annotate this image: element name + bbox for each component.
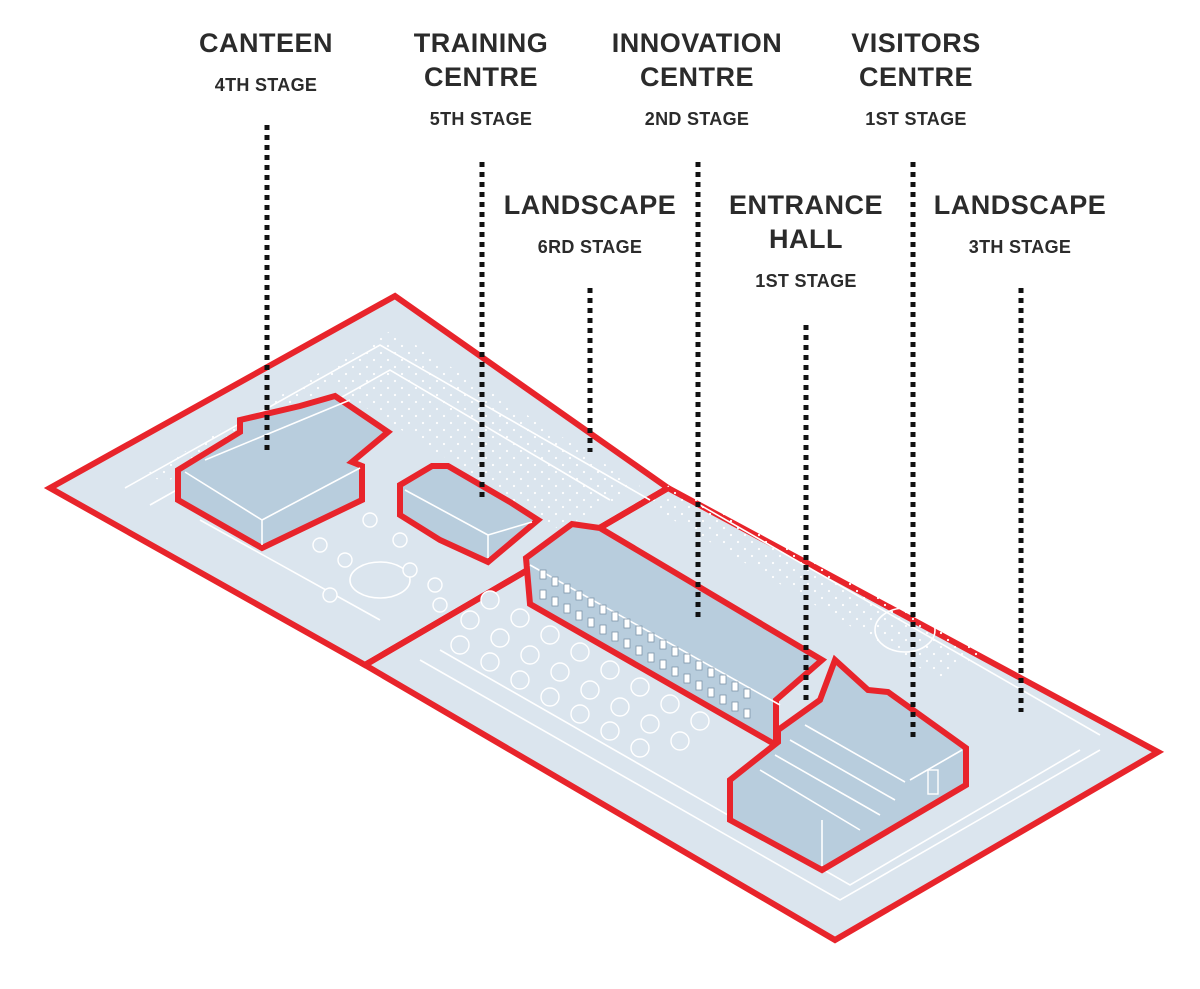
training-centre-building [397, 463, 544, 566]
label-stage: 4TH STAGE [214, 75, 318, 95]
label-visitors-centre: VISITORS CENTRE 1ST STAGE [826, 26, 1006, 130]
label-landscape-6rd: LANDSCAPE 6RD STAGE [495, 188, 685, 258]
label-name: INNOVATION CENTRE [611, 28, 783, 92]
label-name: LANDSCAPE [933, 190, 1107, 220]
roundabout [349, 561, 411, 599]
label-stage: 2ND STAGE [644, 109, 750, 129]
innovation-centre-building [522, 520, 828, 751]
label-landscape-3th: LANDSCAPE 3TH STAGE [925, 188, 1115, 258]
plaza-circle [874, 607, 936, 653]
tree-grid [312, 512, 710, 758]
label-name: CANTEEN [198, 28, 333, 58]
label-canteen: CANTEEN 4TH STAGE [176, 26, 356, 96]
label-name: LANDSCAPE [503, 190, 677, 220]
site-path [699, 504, 1101, 736]
visitors-centre-building [727, 654, 969, 874]
label-stage: 6RD STAGE [537, 237, 643, 257]
label-stage: 1ST STAGE [755, 271, 857, 291]
label-name: TRAINING CENTRE [413, 28, 549, 92]
landscape-dotted-area-north [140, 330, 640, 530]
label-innovation-centre: INNOVATION CENTRE 2ND STAGE [597, 26, 797, 130]
site-path [199, 519, 381, 621]
canteen-building [175, 392, 393, 552]
label-stage: 1ST STAGE [865, 109, 967, 129]
label-name: VISITORS CENTRE [851, 28, 981, 92]
label-training-centre: TRAINING CENTRE 5TH STAGE [391, 26, 571, 130]
label-name: ENTRANCE HALL [728, 190, 883, 254]
label-entrance-hall: ENTRANCE HALL 1ST STAGE [716, 188, 896, 292]
label-stage: 5TH STAGE [429, 109, 533, 129]
site-path [124, 344, 651, 501]
innovation-centre-windows [539, 569, 751, 719]
site-path [439, 649, 1081, 886]
site-path [419, 659, 1101, 901]
label-stage: 3TH STAGE [968, 237, 1072, 257]
